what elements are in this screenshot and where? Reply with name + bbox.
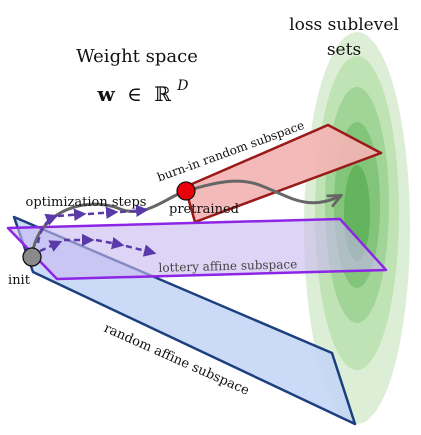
step-arrow bbox=[125, 244, 157, 257]
step-arrow bbox=[87, 206, 119, 219]
optimization-step-arrows-lower bbox=[39, 233, 157, 257]
formula-sup: D bbox=[176, 78, 188, 94]
step-arrow bbox=[57, 208, 87, 221]
formula-in: ∈ bbox=[127, 82, 142, 106]
loss-label-line2: sets bbox=[327, 40, 361, 60]
optimization-steps-label: optimization steps bbox=[26, 195, 147, 210]
step-arrow bbox=[39, 240, 63, 253]
title-formula: w ∈ ℝ D bbox=[97, 78, 189, 106]
init-label: init bbox=[8, 273, 31, 288]
burn-in-subspace-plane bbox=[183, 123, 383, 224]
loss-label-line1: loss sublevel bbox=[289, 15, 399, 35]
pretrained-label: pretrained bbox=[169, 202, 239, 217]
step-arrow bbox=[119, 204, 149, 217]
formula-set: ℝ bbox=[154, 82, 171, 106]
title-weight-space: Weight space bbox=[76, 46, 198, 67]
step-arrow bbox=[95, 236, 125, 250]
init-point bbox=[22, 247, 42, 267]
lottery-label: lottery affine subspace bbox=[158, 257, 297, 275]
step-arrow bbox=[36, 213, 59, 244]
optimization-step-arrows-upper bbox=[36, 204, 149, 244]
lottery-subspace-plane bbox=[6, 217, 388, 281]
pretrained-point bbox=[176, 181, 196, 201]
formula-bold-w: w bbox=[97, 82, 116, 106]
